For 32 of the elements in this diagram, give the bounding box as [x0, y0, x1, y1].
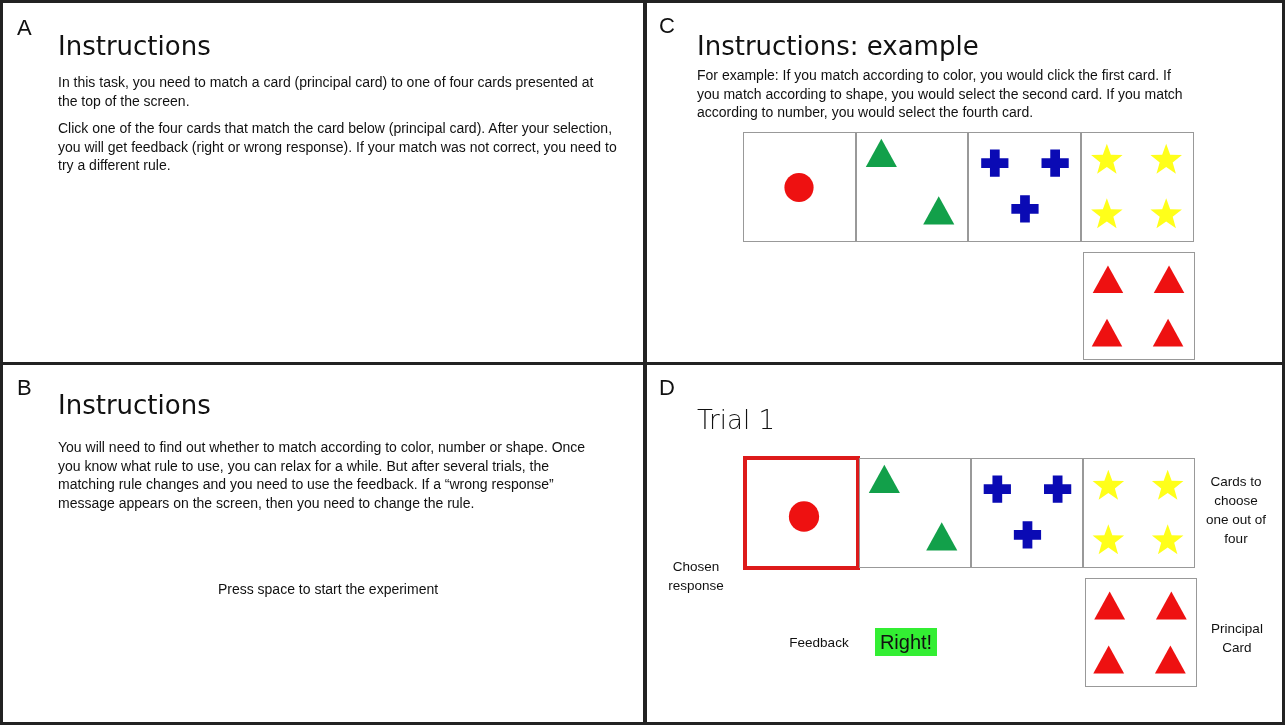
annotation-text: Chosen response — [667, 558, 725, 595]
panel — [0, 0, 646, 365]
stimulus-card — [859, 458, 971, 568]
panel-letter: D — [659, 377, 675, 399]
annotation-text: Feedback — [788, 634, 850, 652]
stimulus-card — [1083, 458, 1195, 568]
instruction-text: Click one of the four cards that match the card below (principal card). After your selection, you will get feedback (right or wrong response). If your match was not correct, you need to try a different rule. — [58, 120, 617, 174]
heading: Instructions: example — [697, 31, 979, 61]
panel-letter: A — [17, 17, 32, 39]
instruction-text: In this task, you need to match a card (principal card) to one of four cards presented at the top of the screen. — [58, 74, 594, 109]
annotation-text: Principal Card — [1210, 620, 1264, 657]
selected-card — [743, 456, 860, 570]
annotation-text: Cards to choose one out of four — [1204, 473, 1268, 548]
stimulus-card — [968, 132, 1081, 242]
panel — [0, 362, 646, 725]
stimulus-card — [1083, 252, 1195, 360]
stimulus-card — [856, 132, 968, 242]
heading: Instructions — [58, 31, 211, 61]
screen-title: Trial 1 — [697, 405, 775, 435]
panel — [644, 0, 1285, 365]
panel-letter: B — [17, 377, 32, 399]
instruction-text: For example: If you match according to color, you would click the first card. If you match according to shape, you would select the second card. If you match according to number, you would select the fourth card. — [697, 67, 1183, 121]
stimulus-card — [1085, 578, 1197, 687]
feedback-message: Right! — [875, 628, 937, 656]
stimulus-card — [1081, 132, 1194, 242]
heading: Instructions — [58, 390, 211, 420]
instruction-text: You will need to find out whether to match according to color, number or shape. Once you know what rule to use, you can relax for a while. But after several trials, the matching rule changes and you need to use the feedback. If a “wrong response” message appears on the screen, then you need to change the rule. — [58, 439, 586, 511]
panel-letter: C — [659, 15, 675, 37]
start-prompt: Press space to start the experiment — [217, 581, 439, 597]
stimulus-card — [743, 132, 856, 242]
stimulus-card — [971, 458, 1083, 568]
panel — [644, 362, 1285, 725]
